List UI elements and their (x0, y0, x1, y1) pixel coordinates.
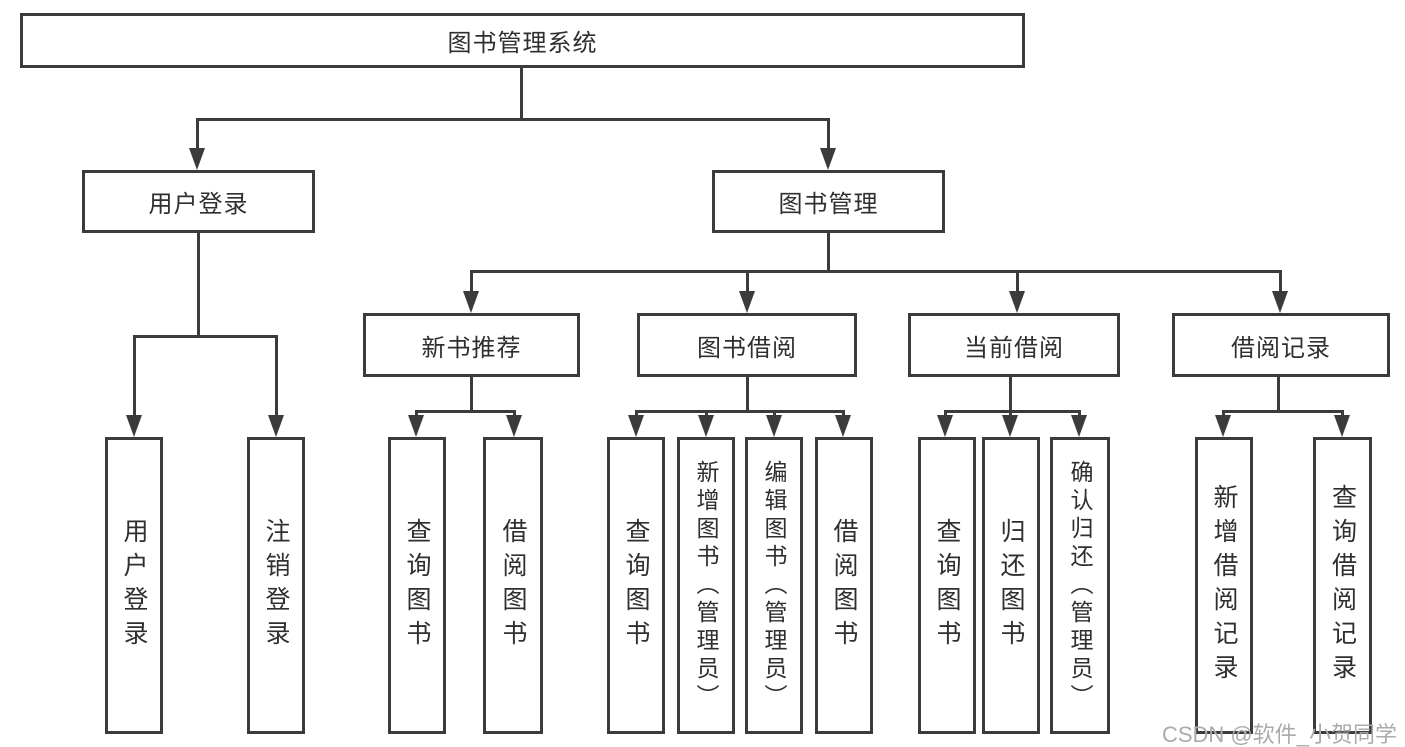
leaf-add-books-admin: 新增图书（管理员） (677, 437, 735, 734)
connector-book-mgmt-stem (827, 233, 830, 270)
leaf-query-books-borrow: 查询图书 (607, 437, 665, 734)
connector-drop (1078, 410, 1081, 415)
arrow-head (1215, 415, 1231, 437)
arrow-head (408, 415, 424, 437)
node-label: 新书推荐 (421, 334, 522, 362)
connector-drop (1016, 270, 1019, 291)
connector-root-split (196, 118, 830, 121)
leaf-label: 借阅图书 (499, 517, 527, 654)
leaf-label: 归还图书 (997, 517, 1025, 654)
connector-drop (773, 410, 776, 415)
arrow-head (1002, 415, 1018, 437)
connector-current-stem (1009, 377, 1012, 410)
arrow-head (463, 291, 479, 313)
connector-drop (133, 335, 136, 415)
leaf-label: 注销登录 (262, 517, 290, 654)
connector-borrow-stem (746, 377, 749, 410)
node-label: 用户登录 (148, 191, 249, 218)
arrow-head (1071, 415, 1087, 437)
leaf-borrow-books: 借阅图书 (815, 437, 873, 734)
connector-drop (513, 410, 516, 415)
connector-user-login-split (133, 335, 278, 338)
leaf-label: 借阅图书 (830, 517, 858, 654)
arrow-head (835, 415, 851, 437)
connector-drop (635, 410, 638, 415)
arrow-head (506, 415, 522, 437)
node-book-management: 图书管理 (712, 170, 945, 233)
node-book-borrow: 图书借阅 (637, 313, 857, 377)
connector-borrow-split (635, 410, 845, 413)
connector-drop (827, 118, 830, 148)
leaf-query-borrow-record: 查询借阅记录 (1313, 437, 1372, 734)
arrow-head (126, 415, 142, 437)
leaf-user-login: 用户登录 (105, 437, 163, 734)
connector-recommend-split (415, 410, 516, 413)
leaf-label: 新增图书（管理员） (693, 459, 719, 712)
node-root-library-system: 图书管理系统 (20, 13, 1025, 68)
node-label: 借阅记录 (1231, 334, 1331, 362)
leaf-label: 查询图书 (933, 517, 961, 654)
leaf-label: 用户登录 (120, 517, 148, 654)
arrow-head (1334, 415, 1350, 437)
arrow-head (1009, 291, 1025, 313)
leaf-query-books-recommend: 查询图书 (388, 437, 446, 734)
connector-drop (746, 270, 749, 291)
connector-drop (1279, 270, 1282, 291)
leaf-add-borrow-record: 新增借阅记录 (1195, 437, 1253, 734)
connector-drop (1341, 410, 1344, 415)
connector-drop (842, 410, 845, 415)
arrow-head (766, 415, 782, 437)
arrow-head (268, 415, 284, 437)
arrow-head (189, 148, 205, 170)
leaf-label: 查询图书 (622, 517, 650, 654)
connector-drop (196, 118, 199, 148)
arrow-head (820, 148, 836, 170)
connector-drop (1009, 410, 1012, 415)
leaf-borrow-books-recommend: 借阅图书 (483, 437, 543, 734)
node-label: 图书借阅 (697, 334, 797, 362)
node-label: 当前借阅 (964, 334, 1064, 362)
arrow-head (937, 415, 953, 437)
node-new-book-recommend: 新书推荐 (363, 313, 580, 377)
leaf-confirm-return-admin: 确认归还（管理员） (1050, 437, 1110, 734)
connector-recommend-stem (470, 377, 473, 410)
node-borrow-records: 借阅记录 (1172, 313, 1390, 377)
connector-drop (470, 270, 473, 291)
leaf-logout: 注销登录 (247, 437, 305, 734)
node-label: 图书管理 (778, 191, 879, 218)
arrow-head (739, 291, 755, 313)
connector-root-stem (520, 68, 523, 118)
connector-records-stem (1277, 377, 1280, 410)
connector-book-mgmt-split (470, 270, 1282, 273)
leaf-label: 查询借阅记录 (1328, 483, 1357, 688)
leaf-label: 新增借阅记录 (1210, 483, 1238, 688)
connector-drop (705, 410, 708, 415)
arrow-head (628, 415, 644, 437)
connector-drop (415, 410, 418, 415)
arrow-head (1272, 291, 1288, 313)
leaf-label: 确认归还（管理员） (1067, 459, 1093, 712)
node-label: 图书管理系统 (447, 30, 598, 57)
connector-drop (944, 410, 947, 415)
leaf-label: 编辑图书（管理员） (761, 459, 787, 712)
connector-current-split (944, 410, 1081, 413)
connector-user-login-stem (197, 233, 200, 335)
connector-drop (275, 335, 278, 415)
leaf-edit-books-admin: 编辑图书（管理员） (745, 437, 803, 734)
connector-records-split (1222, 410, 1344, 413)
node-user-login: 用户登录 (82, 170, 315, 233)
watermark: CSDN @软件_小贺同学 (1161, 722, 1397, 747)
leaf-label: 查询图书 (403, 517, 431, 654)
arrow-head (698, 415, 714, 437)
node-current-borrow: 当前借阅 (908, 313, 1120, 377)
connector-drop (1222, 410, 1225, 415)
leaf-return-books: 归还图书 (982, 437, 1040, 734)
leaf-query-books-current: 查询图书 (918, 437, 976, 734)
